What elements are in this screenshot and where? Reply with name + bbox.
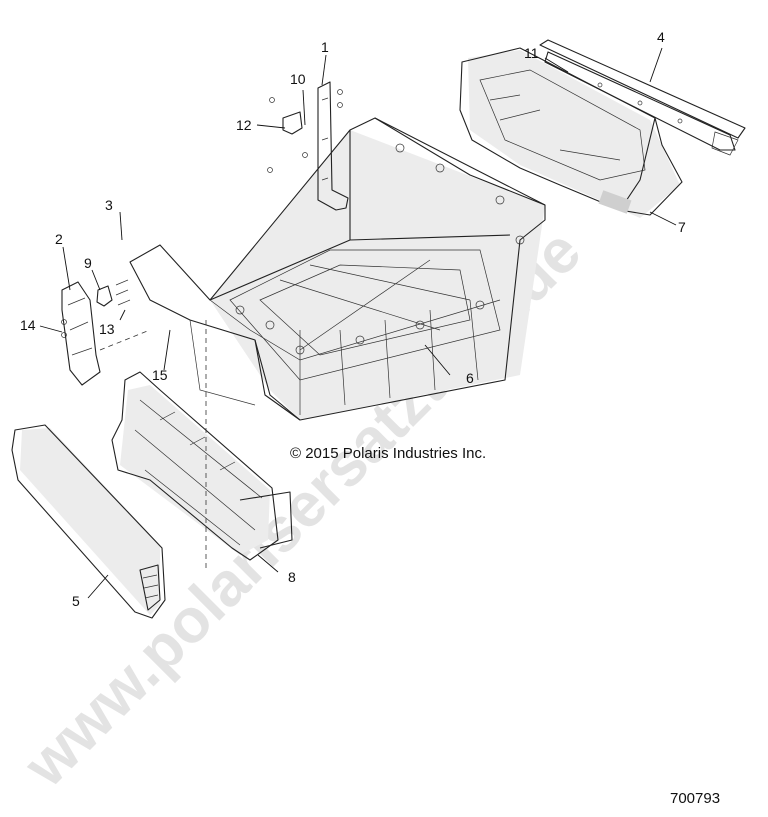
callout-15: 15 <box>152 367 168 383</box>
part-5-tailgate-outer <box>11 424 166 619</box>
copyright-text: © 2015 Polaris Industries Inc. <box>290 445 486 462</box>
callout-10: 10 <box>290 71 306 87</box>
callout-4: 4 <box>657 29 665 45</box>
part-4-trim-strip <box>539 39 746 156</box>
callout-12: 12 <box>236 117 252 133</box>
callout-8: 8 <box>288 569 296 585</box>
leader-lines <box>39 47 677 599</box>
part-6-cargo-box <box>129 117 546 421</box>
part-10-latch <box>282 89 306 135</box>
callout-6: 6 <box>466 370 474 386</box>
callout-9: 9 <box>84 255 92 271</box>
callout-7: 7 <box>678 219 686 235</box>
part-2-side-bracket <box>61 281 101 386</box>
callout-14: 14 <box>20 317 36 333</box>
part-1-bracket <box>267 81 349 211</box>
callout-3: 3 <box>105 197 113 213</box>
part-9-latch <box>96 279 131 307</box>
callout-5: 5 <box>72 593 80 609</box>
callout-13: 13 <box>99 321 115 337</box>
document-number: 700793 <box>670 790 720 807</box>
callout-1: 1 <box>321 39 329 55</box>
callout-2: 2 <box>55 231 63 247</box>
part-8-tailgate-inner <box>111 371 293 561</box>
callout-11: 11 <box>524 45 539 61</box>
